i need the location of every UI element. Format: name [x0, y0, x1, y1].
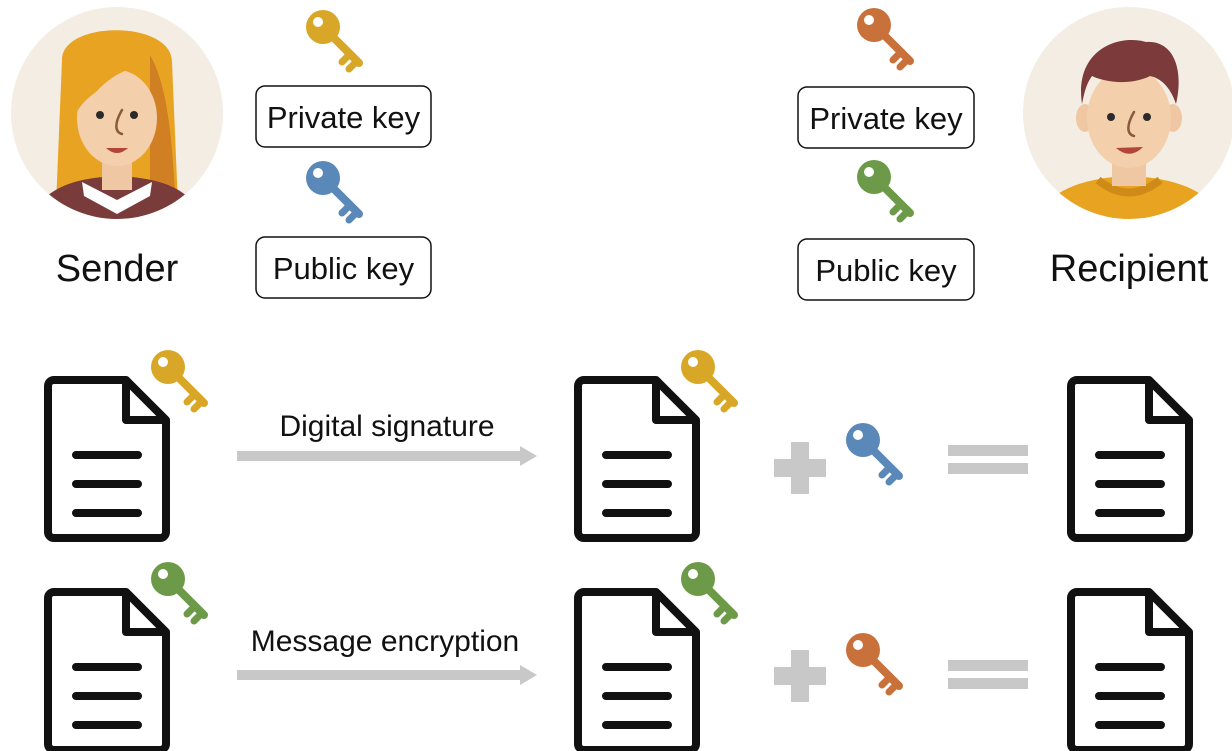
sender-avatar-icon [11, 7, 223, 219]
recipient-public-key-icon [151, 562, 204, 621]
recipient-public-key-box: Public key [797, 238, 975, 301]
recipient-label: Recipient [1050, 248, 1209, 290]
sender-public-key-label: Public key [273, 251, 415, 286]
equals-icon [948, 660, 1028, 689]
plus-icon [774, 650, 826, 702]
sender-private-key-box: Private key [255, 85, 432, 148]
document-icon [48, 380, 166, 538]
sender-public-key-box: Public key [255, 236, 432, 299]
plus-icon [774, 442, 826, 494]
sender-public-key-icon [846, 423, 899, 482]
sender-private-key-icon [306, 10, 359, 69]
sender-private-key-icon [151, 350, 204, 409]
document-icon [1071, 380, 1189, 538]
equals-icon [948, 445, 1028, 474]
recipient-public-key-icon [681, 562, 734, 621]
flow-row-encryption: Message encryption [48, 562, 1189, 750]
sender-private-key-icon [681, 350, 734, 409]
document-icon [48, 592, 166, 750]
flow-row-signature: Digital signature [48, 350, 1189, 538]
recipient-private-key-label: Private key [809, 101, 963, 136]
recipient-avatar-icon [1023, 7, 1232, 219]
arrow-right-icon [237, 446, 537, 466]
sender-private-key-label: Private key [267, 100, 421, 135]
sender-public-key-icon [306, 161, 359, 220]
flow-label-encryption: Message encryption [251, 625, 519, 658]
recipient-public-key-icon [857, 160, 910, 219]
flow-label-signature: Digital signature [279, 410, 494, 443]
document-icon [578, 592, 696, 750]
sender-label: Sender [56, 248, 179, 290]
document-icon [578, 380, 696, 538]
recipient-private-key-icon [846, 633, 899, 692]
recipient-private-key-box: Private key [797, 86, 975, 149]
arrow-right-icon [237, 665, 537, 685]
recipient-public-key-label: Public key [815, 253, 957, 288]
document-icon [1071, 592, 1189, 750]
recipient-private-key-icon [857, 8, 910, 67]
